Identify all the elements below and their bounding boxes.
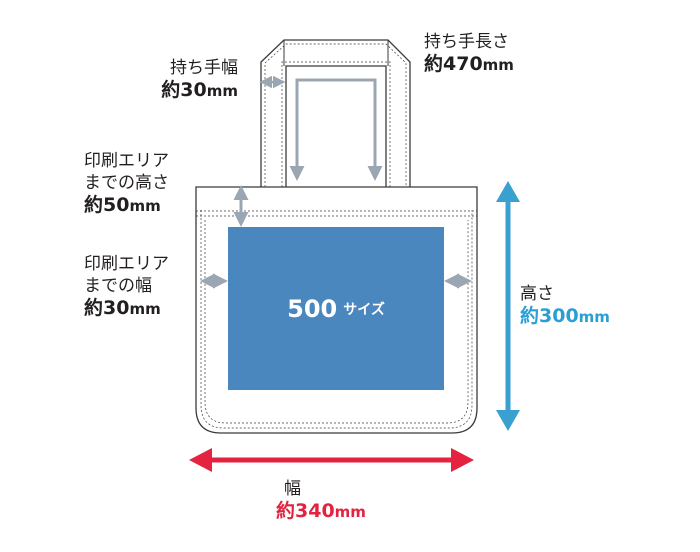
bag-height-title: 高さ — [520, 284, 554, 304]
print-top-margin-line1: 印刷エリア — [84, 151, 169, 171]
handle-width-label: 持ち手幅 約30mm — [161, 57, 238, 102]
print-area — [228, 227, 444, 390]
height-arrow — [496, 181, 520, 431]
handle-length-title: 持ち手長さ — [424, 32, 509, 52]
handle-length-value: 約470 — [424, 53, 483, 75]
bag-handle — [260, 39, 411, 187]
bag-width-unit: mm — [334, 503, 366, 521]
print-side-margin-label: 印刷エリア までの幅 約30mm — [84, 253, 169, 320]
bag-width-value: 約340 — [276, 500, 335, 522]
print-side-margin-line1: 印刷エリア — [84, 254, 169, 274]
print-side-margin-line2: までの幅 — [84, 276, 152, 296]
handle-width-value: 約30 — [161, 79, 207, 101]
bag-height-value: 約300 — [520, 305, 579, 327]
print-top-margin-value: 約50 — [84, 194, 130, 216]
width-arrow — [189, 448, 474, 472]
print-area-size: 500 — [287, 294, 338, 323]
handle-length-label: 持ち手長さ 約470mm — [424, 31, 514, 76]
print-top-margin-unit: mm — [129, 197, 161, 215]
bag-height-label: 高さ 約300mm — [520, 283, 610, 328]
bag-width-label: 幅 約340mm — [276, 478, 366, 523]
handle-width-title: 持ち手幅 — [170, 58, 238, 78]
print-area-label: 500 サイズ — [228, 227, 444, 390]
handle-width-unit: mm — [206, 82, 238, 100]
bag-width-title: 幅 — [284, 479, 301, 499]
print-side-margin-unit: mm — [129, 300, 161, 318]
print-area-size-suffix: サイズ — [343, 301, 385, 318]
handle-length-unit: mm — [482, 56, 514, 74]
print-top-margin-label: 印刷エリア までの高さ 約50mm — [84, 150, 169, 217]
bag-height-unit: mm — [578, 308, 610, 326]
print-top-margin-line2: までの高さ — [84, 173, 169, 193]
handle-length-arrow — [289, 78, 383, 181]
print-side-margin-value: 約30 — [84, 297, 130, 319]
